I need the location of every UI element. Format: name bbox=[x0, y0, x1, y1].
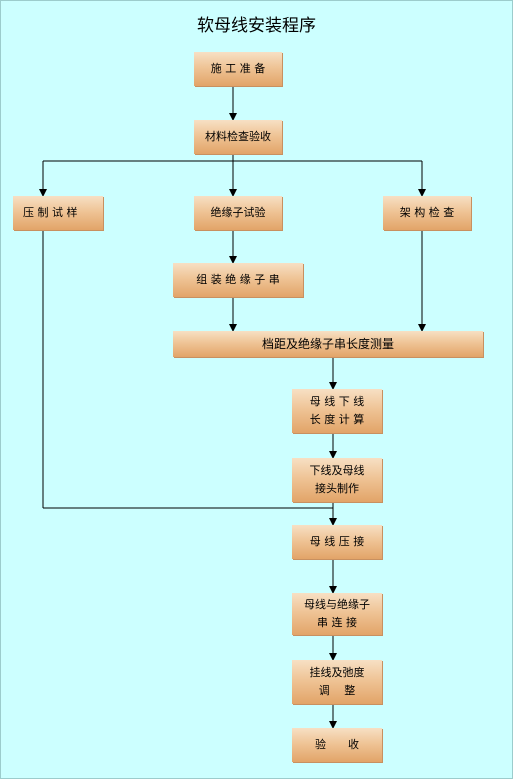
node-material-check: 材料检查验收 bbox=[194, 120, 282, 154]
diagram-title: 软母线安装程序 bbox=[197, 16, 316, 36]
node-hang-sag: 挂线及弛度 调 整 bbox=[292, 660, 382, 704]
node-span-measure: 档距及绝缘子串长度测量 bbox=[173, 331, 483, 357]
node-insulator-test: 绝缘子试验 bbox=[194, 196, 282, 230]
node-assemble-string: 组 装 绝 缘 子 串 bbox=[173, 263, 303, 297]
node-frame-check: 架 构 检 查 bbox=[383, 196, 471, 230]
node-cut-joint: 下线及母线 接头制作 bbox=[292, 458, 382, 502]
node-press-bus: 母 线 压 接 bbox=[292, 525, 382, 559]
node-connect-string: 母线与绝缘子 串 连 接 bbox=[292, 593, 382, 635]
node-press-trial: 压 制 试 样 bbox=[13, 196, 103, 230]
node-acceptance: 验 收 bbox=[292, 728, 382, 762]
node-length-calc: 母 线 下 线 长 度 计 算 bbox=[292, 389, 382, 433]
node-construction-prep: 施 工 准 备 bbox=[194, 52, 282, 86]
